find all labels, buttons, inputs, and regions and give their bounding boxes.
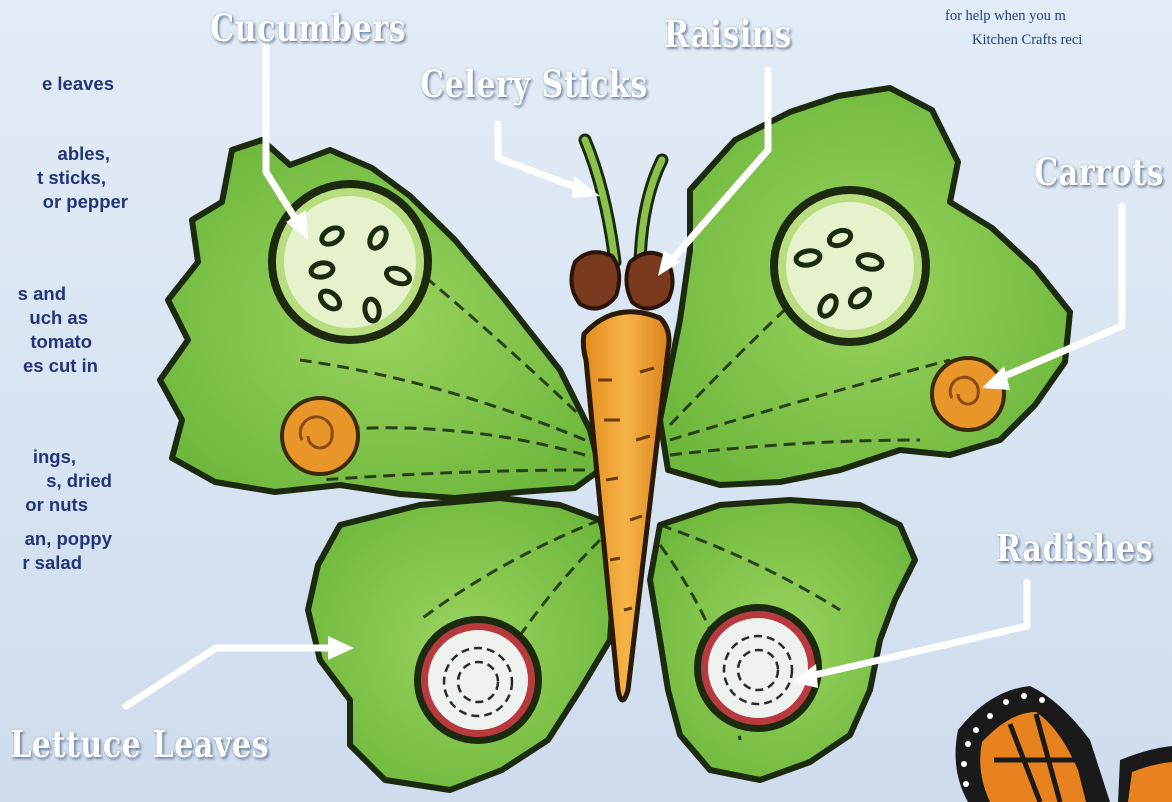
- carrots-label: Carrots: [1034, 150, 1164, 194]
- monarch-butterfly-icon: [956, 686, 1172, 802]
- radishes-label: Radishes: [996, 526, 1153, 570]
- raisin-eyes: [571, 252, 672, 308]
- cucumbers-label: Cucumbers: [210, 6, 406, 50]
- carrot-round-left: [282, 398, 358, 474]
- radish-slice-right: [694, 604, 822, 732]
- lettuce-leaves-label: Lettuce Leaves: [10, 722, 269, 766]
- cucumber-slice-right: [770, 186, 930, 346]
- celery-antennae: [585, 140, 662, 262]
- celery-pointer-line: [498, 124, 578, 188]
- carrot-round-right: [932, 358, 1004, 430]
- celery-sticks-label: Celery Sticks: [420, 62, 648, 106]
- raisins-label: Raisins: [664, 12, 792, 56]
- lettuce-pointer-line: [126, 648, 336, 706]
- radish-slice-left: [414, 616, 542, 744]
- cucumber-slice-left: [268, 180, 432, 344]
